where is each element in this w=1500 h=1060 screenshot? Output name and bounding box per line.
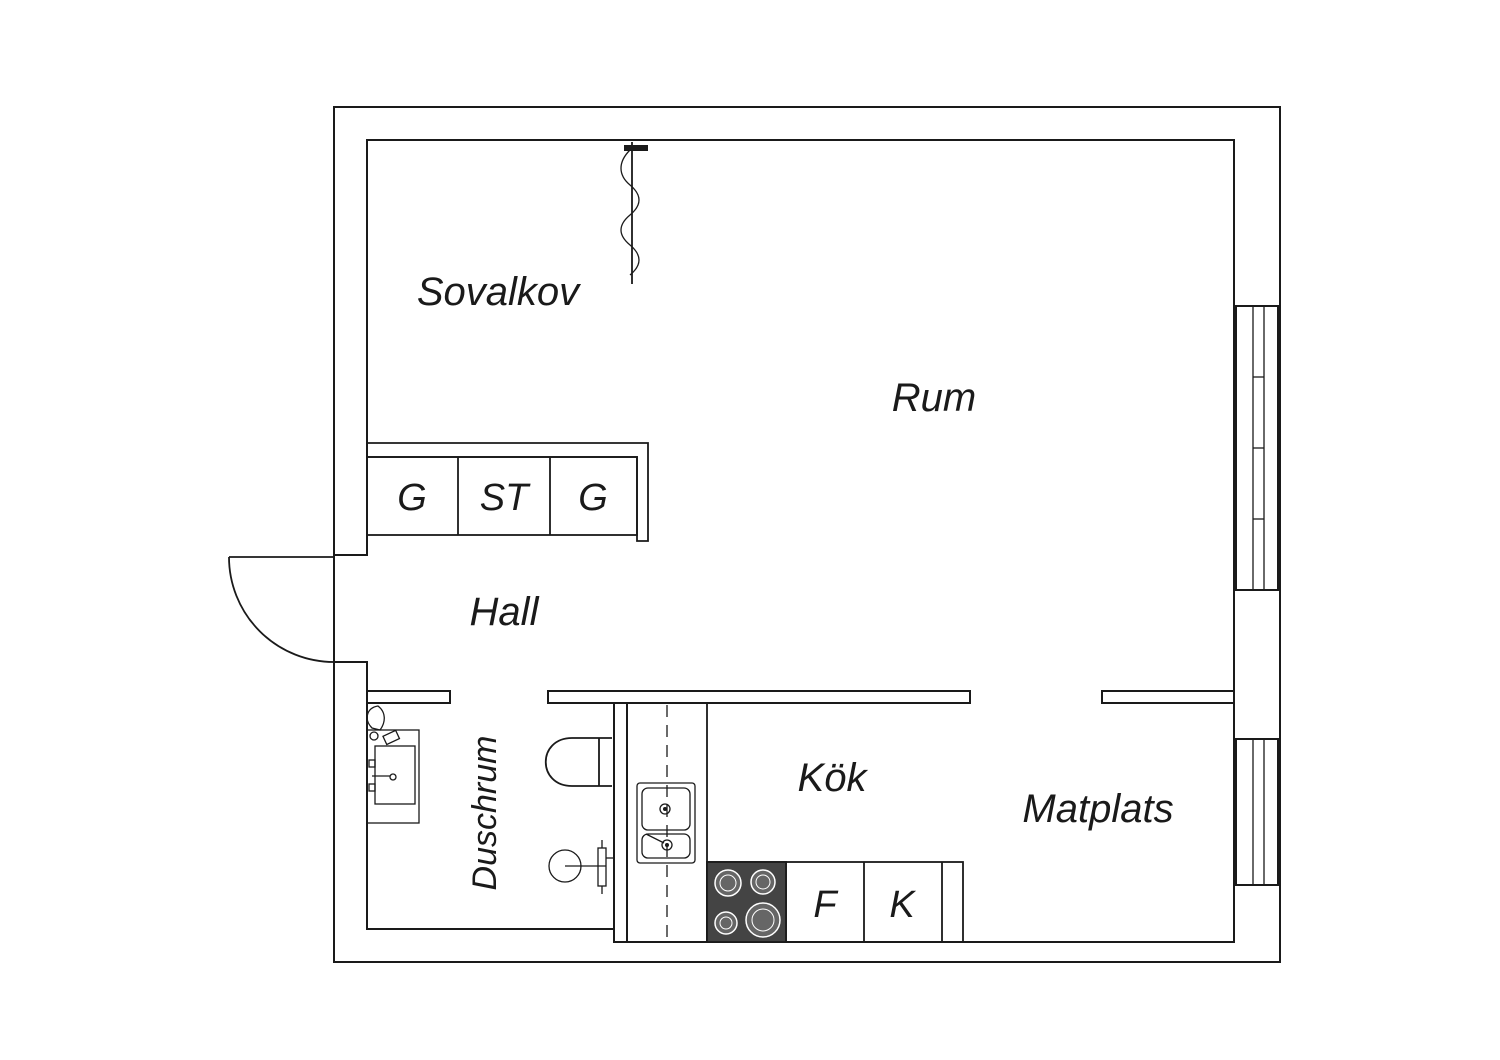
shower-icon	[548, 840, 613, 894]
wardrobe-right-label: G	[578, 477, 608, 519]
fridge-label: F	[813, 884, 838, 926]
wardrobe-left-label: G	[397, 477, 427, 519]
room-label-duschrum: Duschrum	[466, 736, 504, 891]
wardrobe-block	[366, 456, 638, 536]
sink-icon	[636, 782, 696, 864]
interior-walls	[366, 690, 1235, 943]
exterior-walls	[333, 106, 1281, 963]
window-upper	[1235, 305, 1279, 591]
window-lower	[1235, 738, 1279, 886]
wardrobe-row: G ST G	[366, 456, 638, 536]
freezer-label: K	[889, 884, 916, 926]
washbasin-icon	[366, 705, 420, 824]
room-label-kok: Kök	[798, 756, 869, 800]
entrance-door[interactable]	[228, 556, 335, 663]
room-label-rum: Rum	[892, 376, 976, 420]
room-label-matplats: Matplats	[1022, 787, 1173, 831]
stove-icon	[706, 861, 787, 943]
room-label-hall: Hall	[470, 590, 540, 634]
curtain-icon	[620, 142, 648, 284]
room-label-sovalkov: Sovalkov	[417, 270, 581, 314]
wardrobe-middle-label: ST	[480, 477, 531, 519]
toilet-icon	[545, 737, 612, 787]
